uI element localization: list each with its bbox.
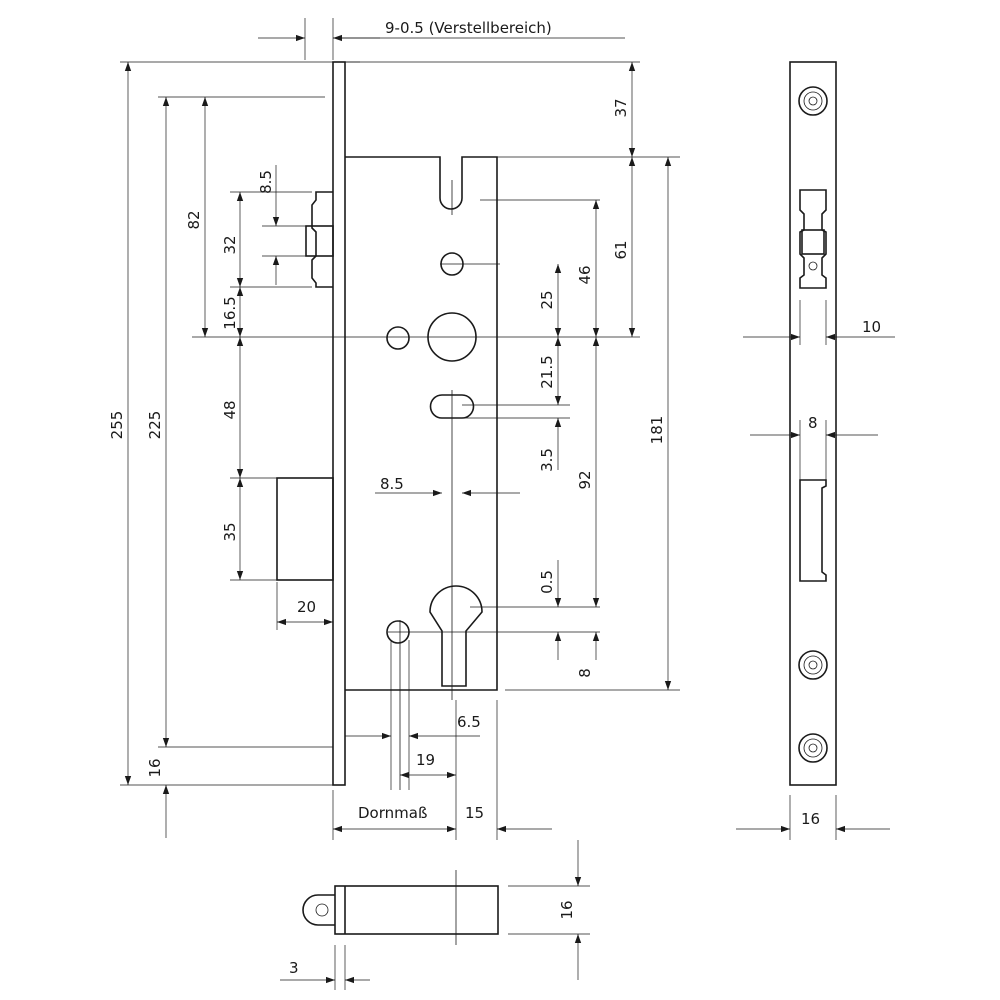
dimension-labels: 9-0.5 (Verstellbereich) 255 225 16 82 8.… [108,19,881,977]
lock-case [345,156,498,691]
label-8-side: 8 [808,414,818,432]
dimension-lines [124,34,672,838]
side-bolt-opening [799,479,827,582]
forend-plate [332,61,346,786]
small-hole-left [386,326,410,350]
label-3: 3 [289,959,299,977]
label-16-left: 16 [146,758,164,777]
label-19: 19 [416,751,435,769]
latch-bolt [311,191,333,288]
label-82: 82 [185,210,203,229]
label-48: 48 [221,400,239,419]
label-8-5-top: 8.5 [257,170,275,194]
bottom-view [280,840,590,990]
label-225: 225 [146,411,164,440]
label-0-5: 0.5 [538,570,556,594]
label-16-bottom: 16 [558,900,576,919]
dead-bolt [276,477,334,581]
label-20: 20 [297,598,316,616]
label-32: 32 [221,235,239,254]
label-21-5: 21.5 [538,355,556,388]
cylinder-hole [429,585,483,687]
side-latch [799,189,827,289]
label-35: 35 [221,522,239,541]
label-61: 61 [612,240,630,259]
label-8-5-mid: 8.5 [380,475,404,493]
label-3-5: 3.5 [538,448,556,472]
front-view [276,61,500,790]
label-10: 10 [862,318,881,336]
label-16-side: 16 [801,810,820,828]
label-16-5: 16.5 [221,296,239,329]
label-46: 46 [576,265,594,284]
label-255: 255 [108,411,126,440]
label-dornmass: Dornmaß [358,804,427,822]
label-8-bottom: 8 [576,668,594,678]
label-6-5: 6.5 [457,713,481,731]
label-adjust-range: 9-0.5 (Verstellbereich) [385,19,552,37]
bottom-case [334,885,499,935]
bottom-latch [302,894,335,926]
side-view [736,61,895,840]
label-37: 37 [612,98,630,117]
extension-lines [120,18,680,840]
label-15: 15 [465,804,484,822]
latch-tip [305,225,334,257]
side-forend [789,61,837,786]
label-181: 181 [648,416,666,445]
label-25: 25 [538,290,556,309]
label-92: 92 [576,470,594,489]
